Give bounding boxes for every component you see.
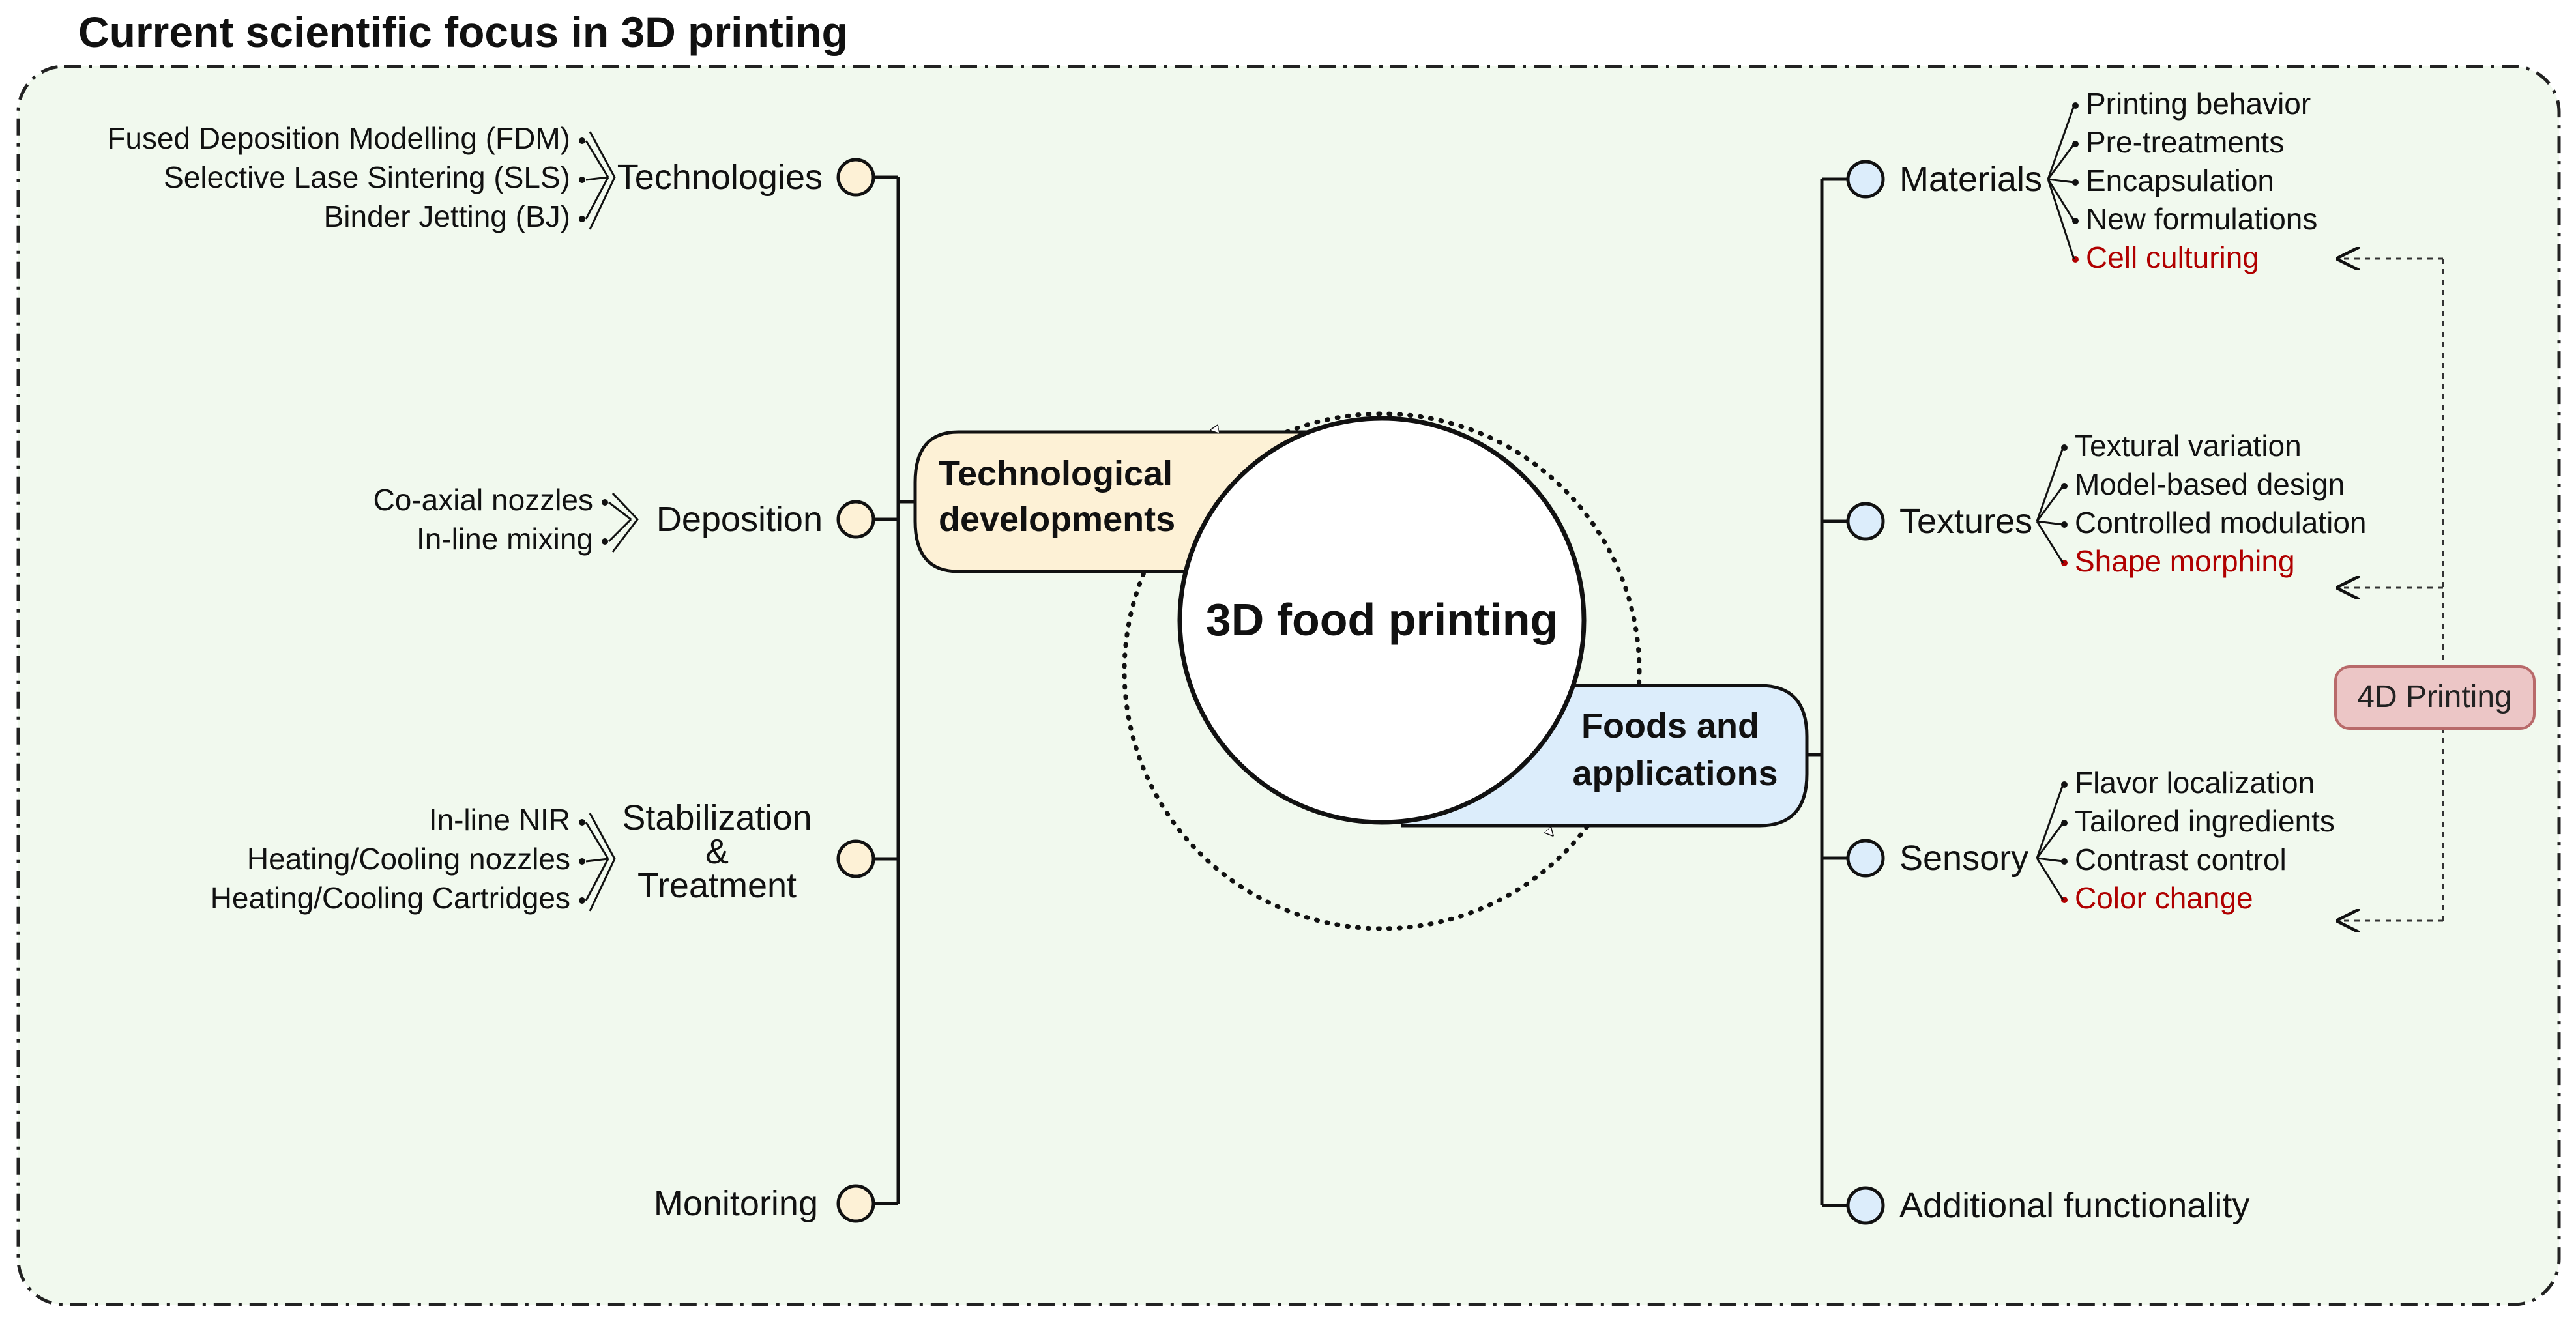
additional-functionality-label: Additional functionality: [1899, 1186, 2249, 1225]
left-item-brace-line: [585, 858, 609, 901]
right-item-brace-line: [2036, 447, 2064, 522]
left-item-dot: [579, 819, 585, 826]
right-item-brace-line: [2047, 178, 2075, 184]
stabilization-treatment-label: Stabilization&Treatment: [622, 798, 812, 905]
left-item-dot: [579, 858, 585, 865]
center-label: 3D food printing: [1206, 594, 1558, 645]
left-item-selective-lase-sintering-sls: Selective Lase Sintering (SLS): [164, 160, 570, 194]
stabilization-treatment-node: [836, 839, 875, 878]
right-item-brace-line: [2036, 520, 2064, 526]
four-d-printing-box: [2334, 665, 2536, 730]
right-item-brace-line: [2036, 521, 2064, 564]
right-item-brace-line: [2047, 179, 2075, 222]
materials-label: Materials: [1899, 160, 2042, 199]
left-item-co-axial-nozzles: Co-axial nozzles: [373, 483, 593, 517]
textures-node: [1846, 502, 1885, 541]
right-item-shape-morphing: Shape morphing: [2075, 544, 2295, 578]
right-item-textural-variation: Textural variation: [2075, 429, 2302, 463]
right-item-brace-line: [2036, 784, 2064, 859]
left-item-brace-line: [585, 858, 609, 863]
additional-functionality-node: [1846, 1186, 1885, 1225]
right-item-contrast-control: Contrast control: [2075, 843, 2287, 876]
left-item-dot: [602, 538, 608, 545]
left-item-brace-line: [608, 501, 632, 521]
right-item-tailored-ingredients: Tailored ingredients: [2075, 804, 2335, 838]
left-item-dot: [579, 216, 585, 222]
left-branches: Technologies Fused Deposition Modelling (…: [107, 121, 898, 1223]
right-item-dot: [2072, 179, 2079, 186]
left-item-brace-line: [585, 140, 609, 178]
right-item-dot: [2061, 858, 2068, 865]
right-item-color-change: Color change: [2075, 881, 2253, 915]
right-item-pre-treatments: Pre-treatments: [2086, 125, 2284, 159]
right-item-dot: [2061, 521, 2068, 528]
center-circle: [1177, 416, 1587, 825]
left-item-brace-line: [585, 822, 609, 859]
left-item-brace-line: [585, 176, 609, 181]
left-item-in-line-mixing: In-line mixing: [417, 522, 593, 556]
monitoring-label: Monitoring: [654, 1184, 818, 1223]
left-item-dot: [579, 177, 585, 183]
left-item-heating-cooling-cartridges: Heating/Cooling Cartridges: [211, 881, 570, 915]
technological-developments-label: Technological developments: [939, 454, 1182, 539]
right-item-printing-behavior: Printing behavior: [2086, 87, 2311, 121]
right-item-controlled-modulation: Controlled modulation: [2075, 506, 2367, 540]
left-item-brace-line: [585, 177, 609, 220]
technologies-node: [836, 158, 875, 197]
four-d-printing-label: 4D Printing: [2357, 680, 2511, 714]
materials-node: [1846, 160, 1885, 199]
right-item-brace-line: [2047, 143, 2075, 180]
left-item-fused-deposition-modelling-fdm: Fused Deposition Modelling (FDM): [107, 121, 570, 155]
right-item-brace-line: [2047, 179, 2075, 260]
right-item-flavor-localization: Flavor localization: [2075, 766, 2315, 800]
right-item-cell-culturing: Cell culturing: [2086, 240, 2259, 274]
monitoring-node: [836, 1184, 875, 1223]
foods-applications-label: Foods and applications: [1572, 706, 1778, 793]
left-item-dot: [579, 897, 585, 904]
left-item-binder-jetting-bj: Binder Jetting (BJ): [324, 199, 570, 233]
deposition-label: Deposition: [656, 500, 823, 539]
deposition-brace: [611, 492, 639, 553]
left-item-in-line-nir: In-line NIR: [429, 803, 570, 837]
sensory-node: [1846, 839, 1885, 878]
right-item-brace-line: [2036, 822, 2064, 859]
left-item-dot: [579, 137, 585, 144]
cycle-dotted-ring: [1122, 411, 1642, 931]
right-item-new-formulations: New formulations: [2086, 202, 2317, 236]
technologies-label: Technologies: [617, 158, 823, 197]
technologies-brace: [589, 131, 616, 230]
textures-label: Textures: [1899, 502, 2032, 541]
right-branches: Materials Printing behaviorPre-treatments…: [1822, 87, 2367, 1225]
sensory-label: Sensory: [1899, 839, 2028, 878]
left-item-brace-line: [607, 518, 632, 543]
right-item-brace-line: [2036, 485, 2064, 522]
stabilization-treatment-brace: [589, 813, 616, 912]
left-item-dot: [602, 499, 608, 506]
right-item-brace-line: [2036, 858, 2064, 901]
right-item-brace-line: [2047, 105, 2075, 180]
right-item-encapsulation: Encapsulation: [2086, 164, 2274, 197]
right-item-brace-line: [2036, 857, 2064, 863]
deposition-node: [836, 500, 875, 539]
left-item-heating-cooling-nozzles: Heating/Cooling nozzles: [247, 842, 570, 876]
right-item-model-based-design: Model-based design: [2075, 467, 2345, 501]
diagram-title: Current scientific focus in 3D printing: [78, 8, 848, 56]
